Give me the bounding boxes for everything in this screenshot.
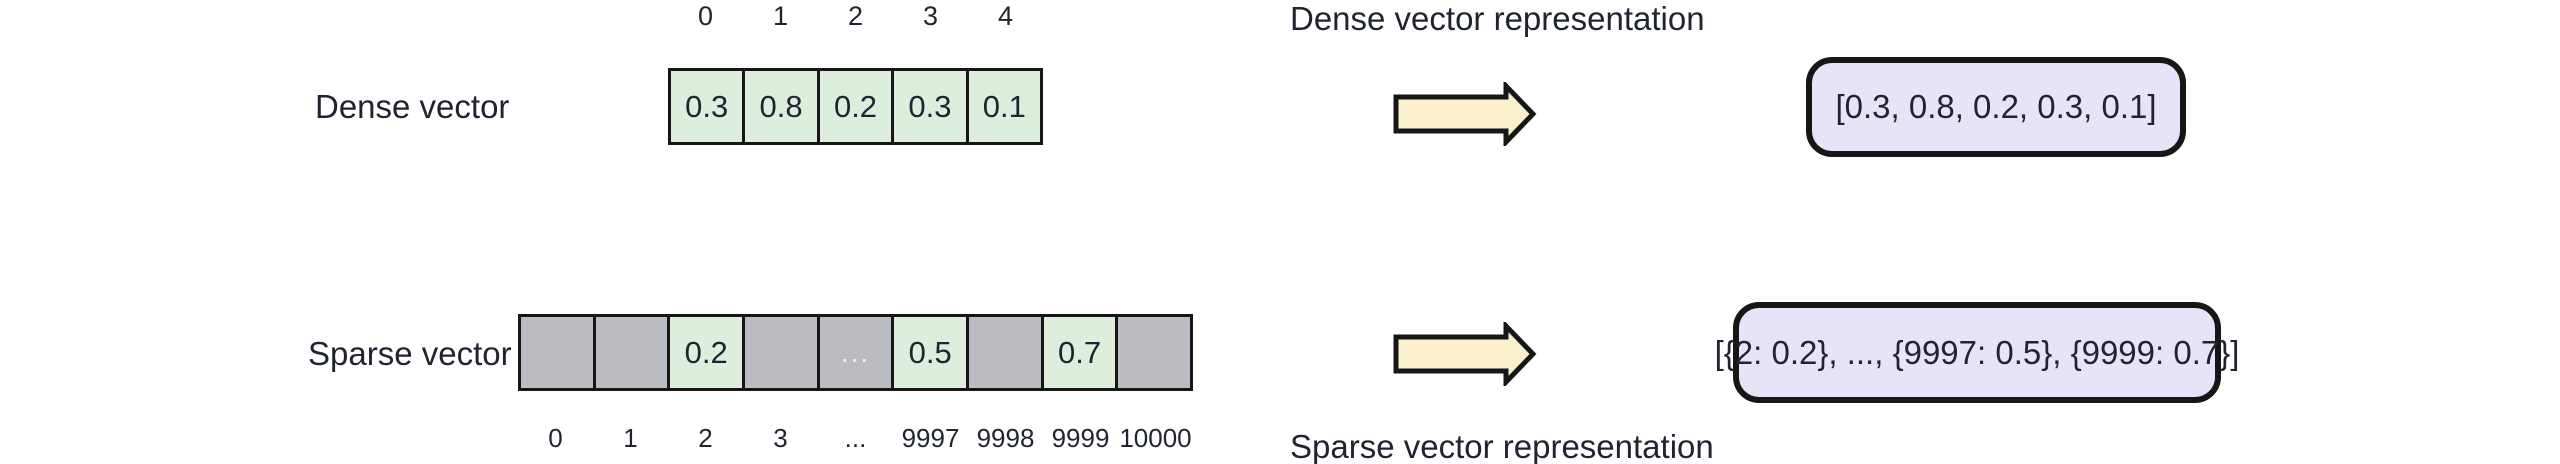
index-label: 9997 — [901, 423, 960, 453]
vector-cell — [521, 317, 593, 388]
dense-representation-value: [0.3, 0.8, 0.2, 0.3, 0.1] — [1835, 88, 2157, 125]
index-label: 10000 — [1119, 423, 1192, 453]
sparse-representation-value: [{2: 0.2}, ..., {9997: 0.5}, {9999: 0.7}… — [1714, 333, 2240, 371]
index-label: 1 — [772, 1, 789, 31]
index-label: 3 — [922, 1, 939, 31]
index-label: 9999 — [1051, 423, 1110, 453]
index-label: 0 — [697, 1, 714, 31]
sparse-representation-box: [{2: 0.2}, ..., {9997: 0.5}, {9999: 0.7}… — [1715, 302, 2239, 403]
index-label: 4 — [997, 1, 1014, 31]
vector-cell: 0.2 — [667, 317, 743, 388]
vector-cell: 0.8 — [742, 71, 817, 142]
sparse-vector-row: 0.2 ... 0.5 0.7 — [518, 314, 1193, 391]
index-label: 1 — [623, 423, 638, 453]
sparse-representation-title: Sparse vector representation — [1290, 428, 1714, 464]
dense-index-row: 0 1 2 3 4 — [668, 0, 1043, 34]
vector-cell — [1115, 317, 1191, 388]
right-arrow-icon — [1393, 82, 1537, 146]
vector-cell — [966, 317, 1041, 388]
right-arrow-icon — [1393, 322, 1537, 386]
sparse-vector-label: Sparse vector — [308, 335, 512, 372]
dense-representation-title: Dense vector representation — [1290, 0, 1705, 37]
index-label: 0 — [548, 423, 563, 453]
vector-cell — [592, 317, 668, 388]
vector-cell: 0.2 — [816, 71, 892, 142]
index-label: 9998 — [976, 423, 1035, 453]
index-label: 3 — [773, 423, 788, 453]
vector-cell — [742, 317, 817, 388]
index-label: ... — [844, 423, 867, 453]
index-label: 2 — [698, 423, 713, 453]
sparse-index-row: 0 1 2 3 ... 9997 9998 9999 10000 — [518, 422, 1193, 454]
dense-vector-label: Dense vector — [315, 88, 510, 125]
vector-cell: 0.3 — [671, 71, 743, 142]
vector-cell: 0.1 — [965, 71, 1041, 142]
dense-representation-box: [0.3, 0.8, 0.2, 0.3, 0.1] — [1806, 57, 2186, 157]
vector-cell: 0.7 — [1040, 317, 1116, 388]
vector-cell: 0.5 — [891, 317, 967, 388]
index-label: 2 — [847, 1, 864, 31]
vector-cell-ellipsis: ... — [816, 317, 892, 388]
dense-vector-row: 0.3 0.8 0.2 0.3 0.1 — [668, 68, 1043, 145]
vector-cell: 0.3 — [891, 71, 966, 142]
